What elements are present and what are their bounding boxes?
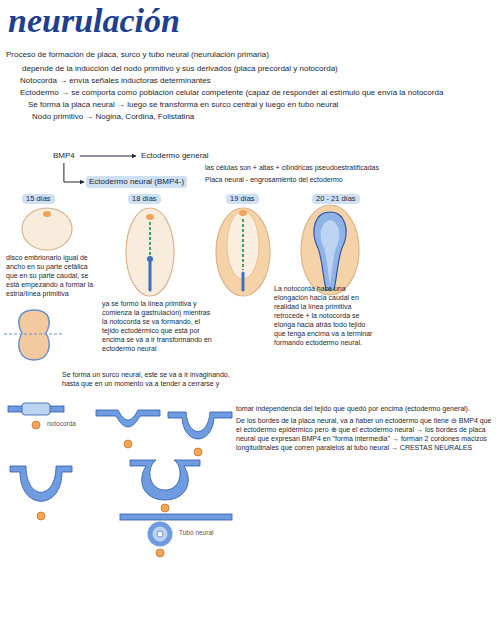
note-text: Placa neural - engrosamiento del ectoder…: [205, 175, 493, 184]
day-label: 19 días: [226, 194, 259, 204]
notochord: [194, 448, 202, 456]
embryo-disc: [22, 208, 72, 250]
description-text: disco embrionario igual de ancho en su p…: [6, 253, 98, 298]
prechordal-plate: [43, 211, 51, 217]
term-node: BMP4: [50, 150, 78, 162]
neural-canal: [157, 531, 163, 537]
note-text: las células son + altas + cilíndricas ps…: [205, 163, 493, 172]
neural-groove: [96, 410, 160, 427]
notochord: [242, 219, 244, 270]
neural-folds: [130, 460, 200, 500]
description-text: De los bordes de la placa neural, va a h…: [236, 416, 492, 452]
note-line: Nodo primitivo → Nogina, Cordina, Folist…: [32, 112, 492, 122]
node-text: BMP4: [53, 151, 75, 161]
ectoderm-band: [120, 514, 232, 520]
term-node: Ectodermo general: [138, 150, 212, 162]
description-text: Se forma un surco neural, este se va a i…: [62, 370, 234, 388]
description-text: La notocorda hace una elongación hacia c…: [274, 284, 378, 347]
primitive-streak: [242, 273, 245, 290]
part-label: Tubo neural: [178, 529, 214, 537]
highlight-term: Ectodermo neural (BMP4-): [86, 176, 187, 188]
section-line: [4, 334, 64, 335]
day-label: 18 días: [128, 194, 161, 204]
neural-plate: [314, 212, 346, 290]
neural-groove: [10, 466, 72, 501]
arrow-connector: [64, 163, 84, 182]
description-text: tomar independencia del tejido que quedó…: [236, 404, 492, 413]
notochord: [161, 504, 169, 512]
notochord: [32, 421, 40, 429]
prechordal-plate: [239, 210, 247, 216]
primitive-streak: [149, 262, 152, 290]
part-label: notocorda: [46, 420, 77, 428]
embryo-disc: [301, 205, 359, 295]
embryo-disc: [126, 208, 174, 296]
note-line: Ectodermo → se comporta como población c…: [20, 88, 494, 98]
page-title: neurulación: [8, 2, 180, 40]
notochord: [149, 222, 151, 256]
neural-groove: [321, 220, 340, 286]
day-label: 20 - 21 días: [312, 194, 360, 204]
neural-tube: [150, 524, 170, 544]
node-text: Ectodermo neural (BMP4-): [89, 177, 184, 187]
embryo-dorsal-view: [19, 310, 49, 360]
notochord: [124, 440, 132, 448]
note-line: Se forma la placa neural → luego se tran…: [28, 100, 492, 110]
neural-plate: [227, 211, 259, 279]
neural-groove: [168, 412, 232, 439]
note-line: Proceso de formación de placa, surco y t…: [6, 50, 492, 60]
notochord: [37, 512, 45, 520]
embryo-disc: [216, 208, 270, 296]
note-line: Notocorda → envía señales inductoras det…: [20, 76, 492, 86]
description-text: ya se formó la línea primitiva y comienz…: [102, 299, 212, 353]
neural-plate: [22, 403, 50, 415]
note-line: depende de la inducción del nodo primiti…: [22, 64, 492, 74]
node-text: Ectodermo general: [141, 151, 209, 161]
prechordal-plate: [146, 214, 154, 220]
day-label: 15 días: [22, 194, 55, 204]
arrow-connector: [80, 156, 136, 157]
notochord: [156, 549, 164, 557]
